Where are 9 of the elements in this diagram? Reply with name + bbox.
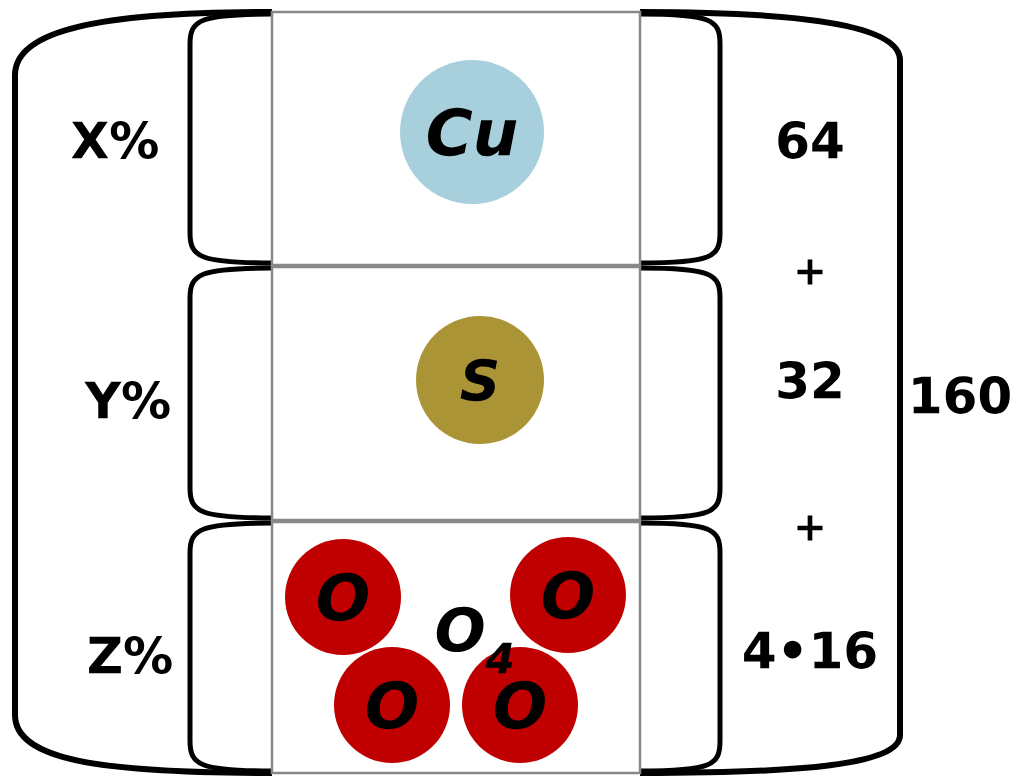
row-label: X% [71,121,158,159]
row-label: Y% [84,381,170,419]
mass-number: 32 [778,361,841,399]
mass-number: 4•16 [744,631,876,669]
mass-number: 64 [778,121,843,159]
plus-sign: + [797,259,823,285]
total-mass: 160 [913,376,1010,414]
plus-sign: + [797,515,823,541]
row-label: Z% [89,636,172,674]
